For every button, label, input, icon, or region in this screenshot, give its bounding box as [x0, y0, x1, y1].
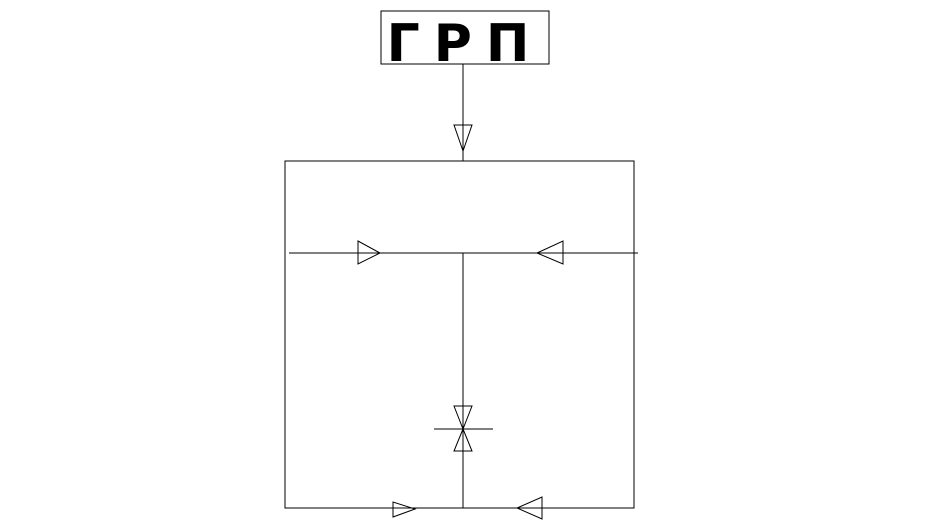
loop-frame: [284, 160, 635, 509]
valve-lower-wedge: [453, 427, 473, 452]
right-flow-arrow-icon: [535, 240, 564, 265]
left-flow-arrow-icon: [357, 240, 382, 265]
grp-title-block: ГРП: [380, 10, 550, 74]
grp-title-label: ГРП: [387, 14, 544, 74]
bottom-right-flow-arrow-icon: [515, 496, 543, 520]
grp-title-frame: [380, 10, 550, 65]
valve-icon: [434, 405, 493, 452]
valve-upper-wedge: [453, 405, 473, 431]
supply-flow-arrow-icon: [453, 124, 473, 153]
bottom-left-flow-arrow-icon: [392, 501, 417, 518]
